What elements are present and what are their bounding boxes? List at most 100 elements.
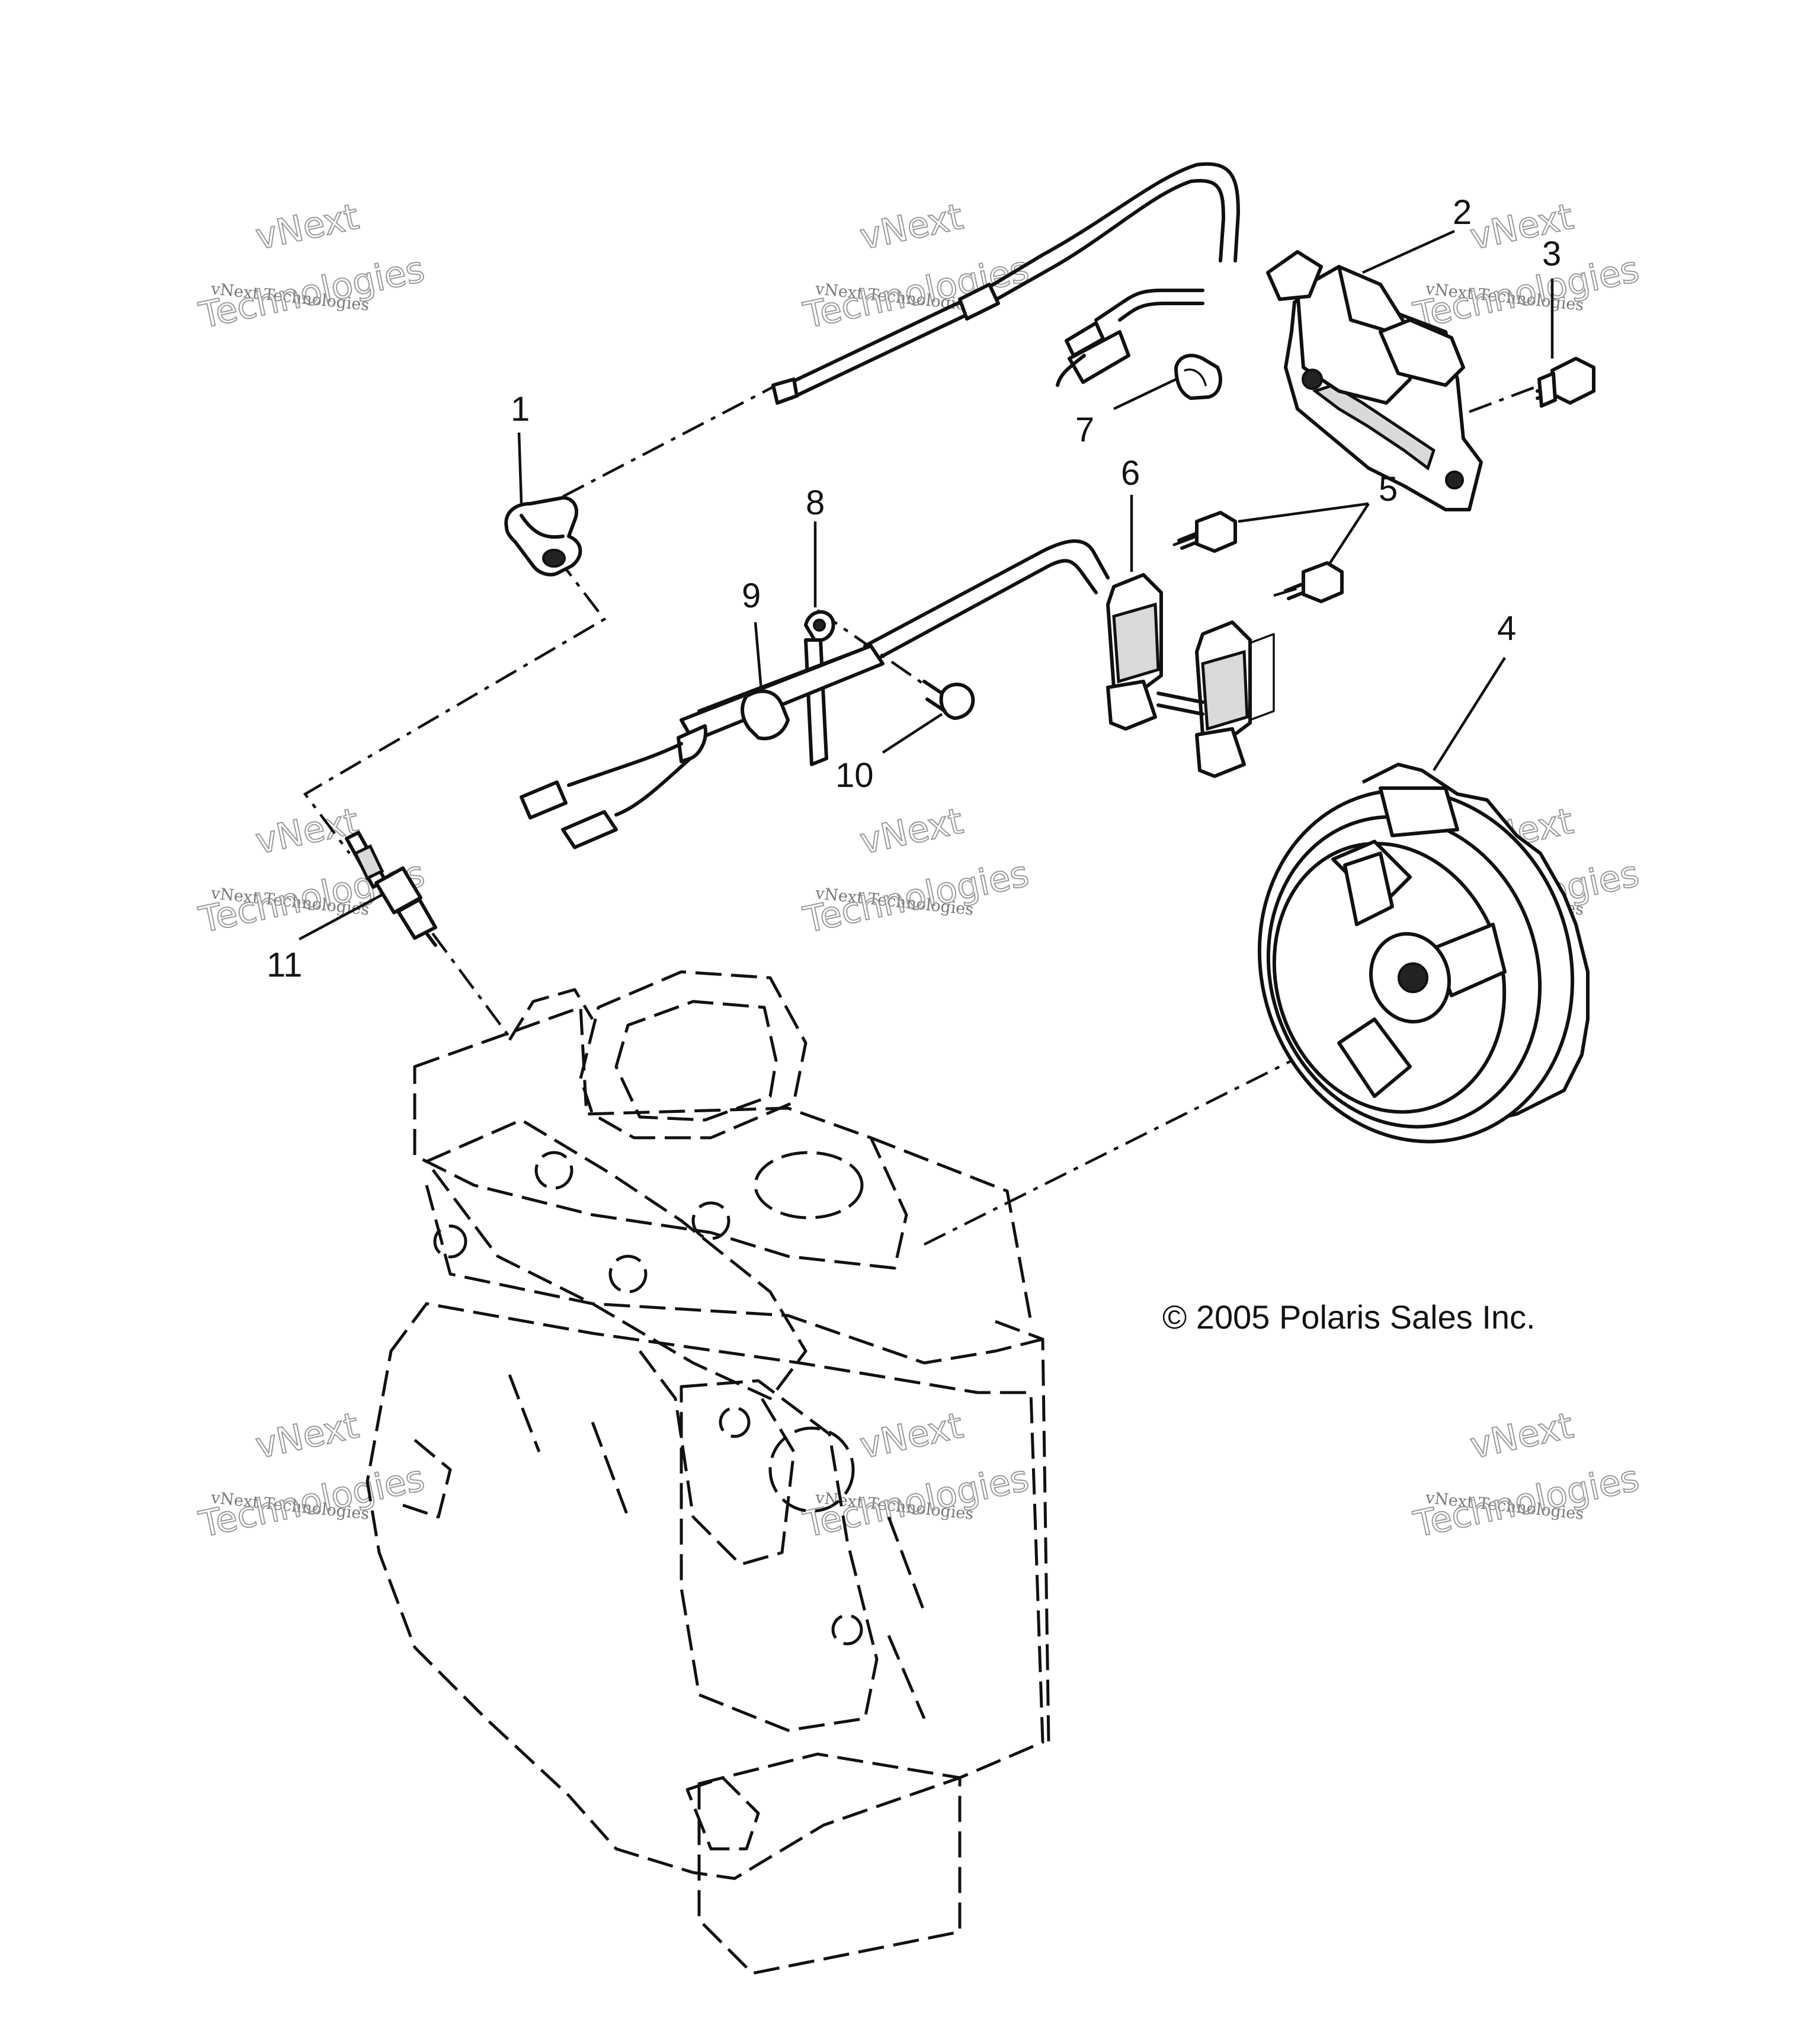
callout-4: 4 [1497,609,1516,648]
engine-front-panel [680,1379,879,1732]
bolt-5a-head [1195,511,1237,553]
callout-1: 1 [511,390,530,428]
primary-wire-outer [1094,289,1204,322]
ht-lead-end [771,377,799,405]
stator-coil-right-foot [1195,727,1246,778]
primary-wire-tip [1056,354,1086,387]
engine-top-cover [579,970,808,1140]
engine-bolt-boss-1 [534,1151,573,1190]
leader-lines [298,229,1554,940]
stator-coil-left-winding [1112,602,1160,684]
stator-coil-right-winding [1201,649,1249,731]
watermark-brand: vNext [1467,1405,1577,1467]
primary-wire-connector [1068,330,1130,384]
watermark-word: Technologies [1410,249,1643,337]
stator-bracket [1249,633,1275,721]
assembly-line-flywheel-to-engine [923,1041,1328,1246]
flywheel-magnet [1343,852,1394,926]
assembly-line-plug-to-engine [431,932,511,1038]
flywheel-top-magnet [1379,786,1459,837]
leader-9 [754,622,763,691]
engine-bolt-boss-5 [719,1406,751,1438]
callout-11: 11 [267,946,302,984]
wire-clip-body [1174,354,1222,400]
watermark-brand: vNext [252,196,363,258]
part-2-ignition-coil [771,162,1483,511]
bolt-5a-shank [1177,532,1199,550]
spark-plug-thread [396,898,437,940]
engine-crank-bore [768,1426,855,1513]
engine-bolt-boss-6 [831,1614,863,1646]
engine-bolt-boss-4 [433,1224,467,1259]
ground-bolt-head [939,683,975,720]
callout-3: 3 [1542,235,1561,273]
leader-2 [1362,229,1455,274]
watermark-bottom-left: vNext vNext Technologies Technologies [195,1404,429,1547]
plug-cap-ring [520,514,565,539]
stator-connector [1156,692,1204,716]
callout-7: 7 [1075,411,1094,449]
harness-tube-inner [872,559,1098,663]
watermark-bottom-right: vNext vNext Technologies Technologies [1409,1404,1643,1547]
watermark-word: Technologies [196,1458,428,1546]
assembly-line-cap-to-lead [562,378,789,498]
copyright-notice: © 2005 Polaris Sales Inc. [1162,1298,1536,1336]
stator-coil-left-foot [1106,680,1157,731]
engine-bolt-boss-2 [608,1254,648,1294]
part-6-stator-coils [863,539,1275,778]
part-3-coil-bolt [1536,357,1595,408]
callouts: 1 2 3 4 5 6 7 8 9 10 11 [267,193,1561,984]
watermark-mid-left: vNext vNext Technologies Technologies [195,800,429,942]
engine-head [413,1006,908,1270]
part-10-ground-bolt [922,680,975,720]
callout-6: 6 [1121,454,1140,492]
watermark-bottom-center: vNext vNext Technologies Technologies [799,1404,1033,1547]
coil-bolt-head [1550,357,1595,405]
engine-block-outline [366,970,1050,1975]
engine-base [697,1752,962,1975]
callout-2: 2 [1453,193,1472,232]
part-9-grommet-harness [520,644,885,849]
ht-lead-inner [789,179,1225,400]
ground-terminal-hole [813,619,826,632]
engine-bolt-boss-3 [691,1201,730,1240]
bolt-5b-head [1302,561,1344,603]
engine-ribs [508,1374,926,1719]
coil-tower [1379,318,1465,387]
watermark-brand: vNext [857,801,967,863]
primary-wire-inner [1118,302,1204,322]
engine-valve-stem [754,1151,864,1220]
watermark-brand: vNext [252,1405,363,1467]
flywheel-center-bore [1398,962,1428,993]
watermark-word: Technologies [1410,1458,1643,1546]
leader-10 [882,713,943,754]
engine-crank-case [366,1302,1044,1880]
wire-clip-slot [1184,369,1207,386]
engine-bracket-lower [639,1350,796,1566]
part-1-spark-plug-cap [504,496,582,577]
assembly-line-cap-to-plug [303,556,607,855]
watermark-brand: vNext [857,196,967,258]
harness-terminal-b [561,810,618,849]
watermark-mid-center: vNext vNext Technologies Technologies [799,800,1033,942]
part-11-spark-plug [345,831,437,947]
engine-head-front [425,1185,1043,1365]
harness-branch-lower [614,757,692,817]
assembly-lines [303,378,1541,1246]
callout-8: 8 [806,484,825,522]
ht-lead-sleeve [958,283,1000,321]
grommet [741,689,790,741]
engine-right-block [870,1136,1033,1322]
ground-terminal-strap [804,638,828,766]
watermark-word: Technologies [800,853,1033,942]
callout-10: 10 [835,756,874,795]
coil-mount-hole-2 [1445,471,1464,489]
part-4-flywheel [1257,763,1590,1144]
harness-branch-upper [567,742,683,787]
watermark-brand: vNext [252,801,363,863]
watermark-brand: vNext [857,1405,967,1467]
watermark-word: Technologies [196,249,428,337]
watermark-top-left: vNext vNext Technologies Technologies [195,196,429,338]
plug-cap-boot-end [542,549,566,568]
